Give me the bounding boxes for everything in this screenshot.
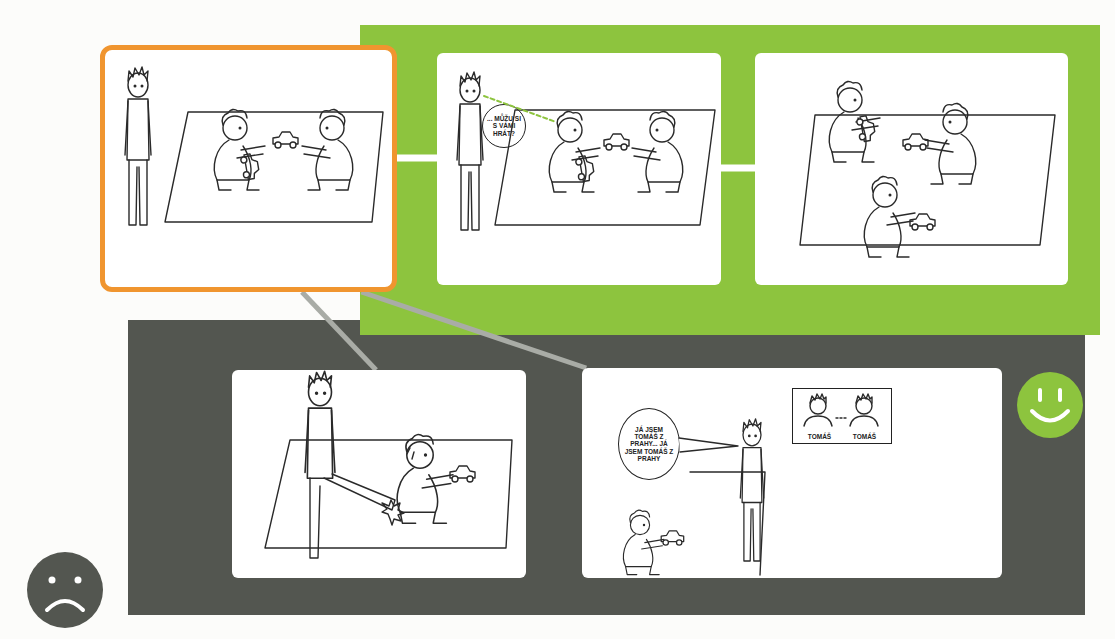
speech-bubble: JÁ JSEM TOMÁŠ Z PRAHY... JÁ JSEM TOMÁŠ Z… bbox=[618, 408, 680, 480]
standing-leg bbox=[310, 478, 320, 558]
happy-band bbox=[360, 25, 1100, 335]
name-label: TOMÁŠ bbox=[853, 433, 876, 440]
toy-car bbox=[604, 134, 629, 150]
toy-car bbox=[903, 134, 928, 150]
happy-face-eye bbox=[1040, 390, 1060, 400]
name-label: TOMÁŠ bbox=[808, 433, 831, 440]
illustration bbox=[125, 67, 1055, 575]
speech-text: JÁ JSEM TOMÁŠ Z PRAHY... JÁ JSEM TOMÁŠ Z… bbox=[623, 426, 675, 462]
standing-child bbox=[125, 67, 151, 225]
toy-car bbox=[240, 153, 260, 180]
sad-face bbox=[27, 552, 103, 628]
crouching-child bbox=[864, 176, 915, 257]
play-mat bbox=[165, 112, 383, 222]
kicking-leg bbox=[324, 474, 395, 510]
crouching-child bbox=[214, 109, 265, 190]
crouching-child bbox=[925, 103, 976, 184]
speech-text: ... MŮŽU SI S VÁMI HRÁT? bbox=[487, 115, 521, 136]
comic-panel: ... MŮŽU SI S VÁMI HRÁT? bbox=[437, 53, 721, 285]
panel-connector bbox=[397, 154, 437, 161]
standing-child bbox=[457, 72, 483, 230]
sad-face-eye bbox=[75, 577, 82, 584]
gaze-line bbox=[484, 96, 556, 122]
toy-car bbox=[273, 132, 298, 148]
portrait-face bbox=[850, 394, 878, 426]
bubble-tail bbox=[679, 438, 738, 452]
sad-band bbox=[128, 320, 1085, 615]
ellipsis-dots bbox=[836, 417, 846, 418]
toy-car bbox=[910, 214, 935, 230]
toy-car bbox=[450, 466, 475, 482]
crouching-child bbox=[632, 111, 683, 192]
crouching-child bbox=[623, 510, 664, 574]
kicking-child bbox=[305, 371, 335, 478]
tears bbox=[407, 448, 414, 459]
panel-connector bbox=[721, 165, 755, 172]
comic-panel bbox=[100, 45, 397, 292]
crouching-child bbox=[302, 109, 353, 190]
sad-face-mouth bbox=[47, 601, 83, 610]
speech-bubble: ... MŮŽU SI S VÁMI HRÁT? bbox=[482, 104, 526, 148]
toy-car bbox=[575, 155, 595, 182]
play-mat bbox=[690, 472, 765, 575]
toy-car bbox=[661, 531, 684, 545]
play-mat bbox=[495, 110, 715, 225]
play-mat bbox=[265, 440, 512, 548]
toy-car bbox=[856, 115, 876, 142]
happy-face bbox=[1017, 372, 1083, 438]
comic-panel bbox=[232, 370, 526, 578]
impact-burst bbox=[382, 500, 404, 525]
panel-connector bbox=[302, 292, 376, 370]
play-mat bbox=[800, 115, 1055, 245]
panel-connector bbox=[361, 292, 586, 368]
happy-face-mouth bbox=[1032, 411, 1068, 421]
standing-child bbox=[740, 419, 763, 561]
comic-panel bbox=[755, 53, 1068, 285]
comic-panel: JÁ JSEM TOMÁŠ Z PRAHY... JÁ JSEM TOMÁŠ Z… bbox=[582, 368, 1002, 578]
name-card: TOMÁŠ TOMÁŠ bbox=[792, 388, 892, 444]
sad-face-eye bbox=[49, 577, 56, 584]
crying-child bbox=[397, 435, 453, 524]
crouching-child bbox=[549, 111, 600, 192]
crouching-child bbox=[829, 81, 880, 162]
portrait-face bbox=[804, 394, 832, 426]
